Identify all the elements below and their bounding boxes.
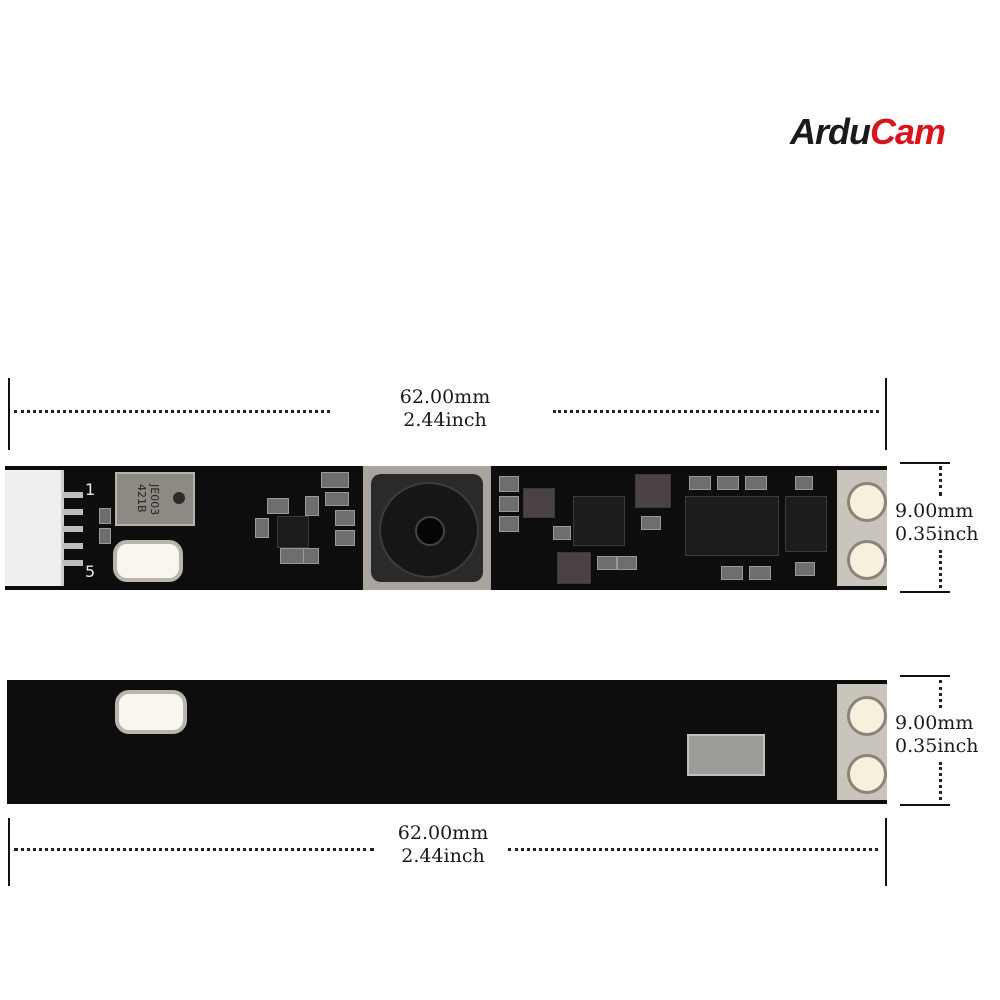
- pin-5-label: 5: [85, 562, 96, 581]
- image-processor-chip: [685, 496, 779, 556]
- back-usb-solder-pad: [837, 684, 887, 800]
- arducam-logo: ArduCam: [790, 111, 946, 152]
- top-width-mm: 9.00mm: [895, 500, 974, 522]
- width-line-upper: [939, 466, 942, 496]
- solder-hole-2: [847, 540, 887, 580]
- connector-pins: [63, 492, 83, 570]
- bottom-length-inch: 2.44inch: [401, 845, 485, 867]
- dimension-line-left: [14, 410, 330, 413]
- fpc-connector: [5, 470, 64, 586]
- width-tick-top: [900, 462, 950, 464]
- chip-small-3: [635, 474, 671, 508]
- bottom-length-label: 62.00mm 2.44inch: [358, 822, 528, 868]
- chip-small-2: [557, 552, 591, 584]
- camera-lens: [379, 482, 479, 578]
- logo-text-cam: Cam: [870, 111, 946, 152]
- pcb-back: [7, 680, 887, 804]
- back-ground-pad: [687, 734, 765, 776]
- back-solder-hole-2: [847, 754, 887, 794]
- logo-text-ardu: Ardu: [790, 111, 871, 152]
- solder-hole-1: [847, 482, 887, 522]
- camera-module: [363, 466, 491, 590]
- back-dimension-tick-right: [885, 818, 887, 886]
- top-length-label: 62.00mm 2.44inch: [360, 386, 530, 432]
- back-width-line-lower: [939, 762, 942, 800]
- back-dimension-tick-left: [8, 818, 10, 886]
- back-solder-hole-1: [847, 696, 887, 736]
- dimension-tick-right: [885, 378, 887, 450]
- dimension-tick-left: [8, 378, 10, 450]
- back-width-tick-bottom: [900, 804, 950, 806]
- chip-small-1: [523, 488, 555, 518]
- regulator-chip: [277, 516, 309, 548]
- back-dimension-line-left: [14, 848, 374, 851]
- back-width-tick-top: [900, 675, 950, 677]
- pcb-front: 1 5 JE003 421B: [5, 466, 887, 590]
- back-width-line-upper: [939, 680, 942, 708]
- pin-1-label: 1: [85, 480, 96, 499]
- top-length-mm: 62.00mm: [399, 386, 491, 408]
- bottom-width-label: 9.00mm 0.35inch: [895, 712, 995, 758]
- usb-solder-pad: [837, 470, 887, 586]
- top-width-label: 9.00mm 0.35inch: [895, 500, 995, 546]
- mic-port-icon: [173, 492, 185, 504]
- bottom-width-inch: 0.35inch: [895, 735, 979, 757]
- lens-aperture-icon: [415, 516, 445, 546]
- bottom-length-mm: 62.00mm: [397, 822, 489, 844]
- eeprom-chip: [785, 496, 827, 552]
- dimension-line-right: [553, 410, 879, 413]
- back-dimension-line-right: [508, 848, 878, 851]
- usb-controller-chip: [573, 496, 625, 546]
- bottom-width-mm: 9.00mm: [895, 712, 974, 734]
- microphone: JE003 421B: [115, 472, 195, 526]
- width-tick-bottom: [900, 591, 950, 593]
- mic-marking: JE003 421B: [135, 484, 161, 516]
- top-length-inch: 2.44inch: [403, 409, 487, 431]
- top-width-inch: 0.35inch: [895, 523, 979, 545]
- width-line-lower: [939, 550, 942, 588]
- back-mounting-slot: [115, 690, 187, 734]
- mounting-slot: [113, 540, 183, 582]
